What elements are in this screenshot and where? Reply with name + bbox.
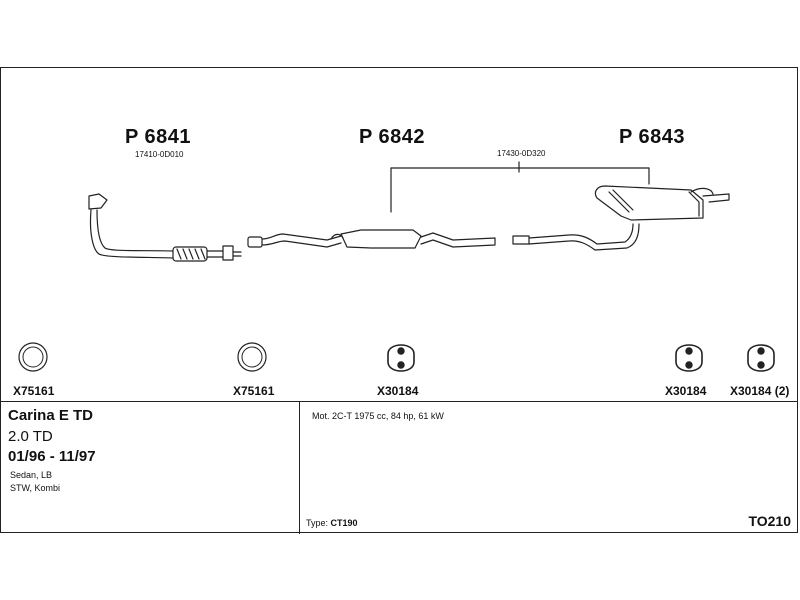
vehicle-engine: 2.0 TD <box>8 428 53 445</box>
rubber-hanger-icon <box>387 344 415 372</box>
info-column-divider <box>299 401 300 534</box>
vehicle-body-type: STW, Kombi <box>10 483 61 493</box>
diagram-code: TO210 <box>748 513 791 529</box>
type-label: Type: <box>306 518 329 528</box>
type-value: CT190 <box>330 518 358 528</box>
part-number-front-pipe: P 6841 <box>125 126 192 148</box>
accessory-code: X75161 <box>233 384 275 398</box>
type-row: Type: CT190 <box>306 518 358 528</box>
part-number-middle-pipe: P 6842 <box>359 126 426 148</box>
middle-pipe-part <box>247 229 496 249</box>
rear-silencer-part <box>512 185 730 251</box>
accessory-code: X30184 <box>665 384 707 398</box>
ring-gasket-icon <box>237 342 267 372</box>
exhaust-diagram-sheet: P 6841 17410-0D010 P 6842 P 6843 17430-0… <box>0 67 798 534</box>
vehicle-model: Carina E TD <box>8 407 94 424</box>
accessory-code: X30184 <box>377 384 419 398</box>
motor-spec: Mot. 2C-T 1975 cc, 84 hp, 61 kW <box>312 411 444 421</box>
rubber-hanger-icon <box>675 344 703 372</box>
exhaust-system-drawing <box>18 161 775 372</box>
accessory-icons <box>18 342 775 372</box>
oem-number-rear-silencer: 17430-0D320 <box>497 149 546 158</box>
leader-lines <box>390 161 650 213</box>
accessory-code: X30184 (2) <box>730 384 790 398</box>
part-number-rear-silencer: P 6843 <box>619 126 686 148</box>
oem-number-front-pipe: 17410-0D010 <box>135 150 184 159</box>
ring-gasket-icon <box>18 342 48 372</box>
rubber-hanger-icon <box>747 344 775 372</box>
info-divider <box>1 401 797 402</box>
vehicle-years: 01/96 - 11/97 <box>8 448 96 465</box>
vehicle-body-type: Sedan, LB <box>10 470 53 480</box>
accessory-code: X75161 <box>13 384 55 398</box>
front-pipe-part <box>88 193 242 262</box>
